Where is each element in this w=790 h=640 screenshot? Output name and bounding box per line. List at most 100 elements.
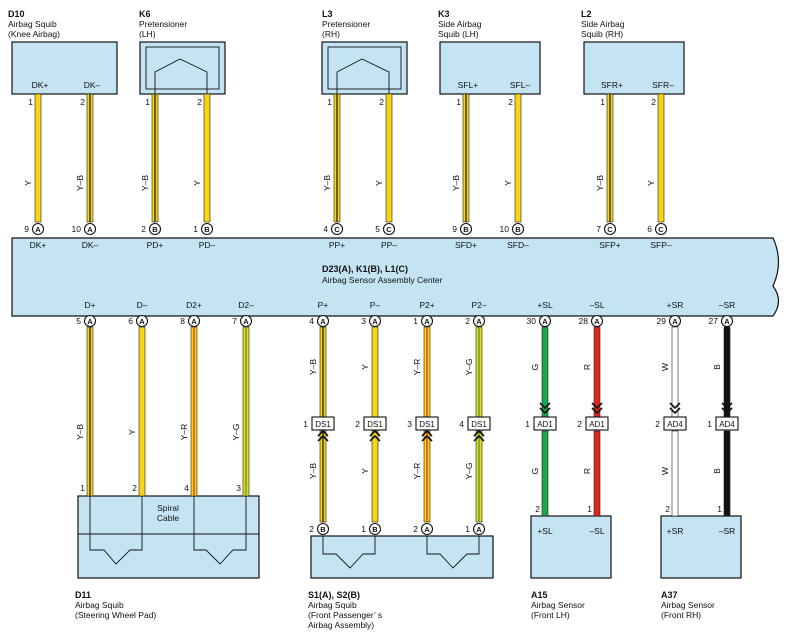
- bottom-wire-4-upper-stripe: [322, 327, 324, 417]
- bottom-wire-9-mid-chevron-0: [591, 402, 603, 410]
- bottom-wire-8-mid-box: [533, 416, 557, 431]
- top-wire-7-color-label: Y: [503, 180, 513, 186]
- bottom-wire-7-color-label-lower: Y–G: [464, 462, 474, 479]
- top-wire-3-ecu-label: PD–: [199, 240, 216, 250]
- bottom-wire-8-mid-chevron-0: [539, 402, 551, 410]
- component-d11: Spiral Cable D11 Airbag Squib (Steering …: [75, 495, 260, 620]
- bottom-wire-4-color-label-lower: Y–B: [308, 463, 318, 479]
- component-a15: +SL –SL A15 Airbag Sensor (Front LH): [530, 515, 612, 620]
- top-wire-5-conn-circle: [382, 222, 396, 236]
- bottom-wire-3-ecu-label: D2–: [238, 300, 254, 310]
- a37-pin-label-plus-sr: +SR: [667, 526, 684, 536]
- top-wire-0-ecu-label: DK+: [30, 240, 47, 250]
- d10-desc-2: (Knee Airbag): [8, 29, 60, 39]
- bottom-wire-11-ecu-label: –SR: [719, 300, 736, 310]
- bottom-wire-10-end-pin: 2: [665, 504, 670, 514]
- top-wire-2-stripe: [154, 94, 156, 222]
- bottom-wire-1-color-label: Y: [127, 429, 137, 435]
- a15-pin-label-plus-sl: +SL: [537, 526, 553, 536]
- bottom-wire-8-upper: [541, 326, 549, 418]
- l3-desc-1: Pretensioner: [322, 19, 370, 29]
- ecu-subtitle: Airbag Sensor Assembly Center: [322, 275, 443, 285]
- top-wire-6-ecu-label: SFD+: [455, 240, 477, 250]
- bottom-wire-5-mid-chevron-0: [369, 434, 381, 442]
- bottom-wire-9-upper: [593, 326, 601, 418]
- component-d10: D10 Airbag Squib (Knee Airbag) DK+ DK–: [8, 9, 118, 95]
- bottom-wire-5-lower: [371, 430, 379, 523]
- d10-pin-label-dk-minus: DK–: [84, 80, 101, 90]
- bottom-wire-10-upper: [671, 326, 679, 418]
- l2-pin-label-sfr-minus: SFR–: [652, 80, 674, 90]
- bottom-wire-5-ecu-pin: 3: [361, 316, 366, 326]
- bottom-wire-3-conn-letter: A: [243, 317, 249, 326]
- bottom-wire-5-conn-circle: [368, 314, 382, 328]
- k6-desc-2: (LH): [139, 29, 156, 39]
- bottom-wire-2-ecu-label: D2+: [186, 300, 202, 310]
- bottom-wire-6-end-conn-circle: [420, 522, 434, 536]
- bottom-wire-11-upper: [723, 326, 731, 418]
- top-wire-2-top-pin: 1: [145, 97, 150, 107]
- bottom-wire-11-mid-box: [715, 416, 739, 431]
- bottom-wire-3-conn-circle: [239, 314, 253, 328]
- bottom-wire-9-mid-chevron-1: [591, 407, 603, 415]
- top-wire-3-top-pin: 2: [197, 97, 202, 107]
- bottom-wire-7-mid-chevron-0: [473, 434, 485, 442]
- component-k3: K3 Side Airbag Squib (LH) SFL+ SFL–: [438, 9, 541, 95]
- top-wire-0-color-label: Y: [23, 180, 33, 186]
- bottom-wire-7-color-label-upper: Y–G: [464, 358, 474, 375]
- bottom-wire-11-lower: [723, 430, 731, 517]
- top-wire-1-ecu-label: DK–: [82, 240, 99, 250]
- top-wire-0-ecu-pin: 9: [24, 224, 29, 234]
- k3-desc-2: Squib (LH): [438, 29, 479, 39]
- top-wire-6-stripe: [465, 94, 467, 222]
- bottom-wire-6-mid-chevron-0: [421, 434, 433, 442]
- s1-desc-2: (Front Passenger’ s: [308, 610, 382, 620]
- bottom-wire-5-color-label-upper: Y: [360, 364, 370, 370]
- k6-inner-frame: [145, 46, 220, 90]
- bottom-wire-11-mid-pin: 1: [707, 419, 712, 429]
- l3-code: L3: [322, 9, 333, 19]
- bottom-wire-10-conn-circle: [668, 314, 682, 328]
- top-wire-8-top-pin: 1: [600, 97, 605, 107]
- bottom-wire-8-color-label-lower: G: [530, 468, 540, 475]
- bottom-wire-4-conn-letter: A: [320, 317, 326, 326]
- bottom-wire-5-end-conn-circle: [368, 522, 382, 536]
- top-wire-8-ecu-label: SFP+: [599, 240, 621, 250]
- s1-squib-symbol-2: [426, 536, 480, 569]
- top-wire-3-conn-circle: [200, 222, 214, 236]
- component-s1: S1(A), S2(B) Airbag Squib (Front Passeng…: [308, 535, 494, 630]
- bottom-wire-9-ecu-pin: 28: [579, 316, 589, 326]
- bottom-wire-9-mid-label: AD1: [589, 420, 605, 429]
- top-wire-5-color-label: Y: [374, 180, 384, 186]
- bottom-wire-6-upper-stripe: [426, 327, 428, 417]
- bottom-wire-6-ecu-label: P2+: [419, 300, 434, 310]
- top-wire-1-conn-letter: A: [87, 225, 93, 234]
- bottom-wire-6-conn-circle: [420, 314, 434, 328]
- bottom-wire-4-end-conn-letter: B: [320, 525, 326, 534]
- top-wire-0-conn-circle: [31, 222, 45, 236]
- top-wire-4-conn-letter: C: [334, 225, 340, 234]
- bottom-wire-7-end-conn-letter: A: [476, 525, 482, 534]
- bottom-wire-10-ecu-label: +SR: [667, 300, 684, 310]
- top-wire-3-ecu-pin: 1: [193, 224, 198, 234]
- bottom-wire-1-ecu-label: D–: [137, 300, 148, 310]
- bottom-wire-6-mid-chevron-1: [421, 429, 433, 437]
- top-wire-5-top-pin: 2: [379, 97, 384, 107]
- component-a37: +SR –SR A37 Airbag Sensor (Front RH): [660, 515, 742, 620]
- top-wire-7-top-pin: 2: [508, 97, 513, 107]
- bottom-wire-6-mid-pin: 3: [407, 419, 412, 429]
- bottom-wire-4-mid-label: DS1: [315, 420, 331, 429]
- bottom-wire-5-end-pin: 1: [361, 524, 366, 534]
- l3-inner-frame: [327, 46, 402, 90]
- bottom-wire-4-lower-stripe: [322, 431, 324, 522]
- bottom-wire-4-mid-chevron-0: [317, 434, 329, 442]
- bottom-wire-0-end-pin: 1: [80, 483, 85, 493]
- bottom-wire-4-mid-pin: 1: [303, 419, 308, 429]
- d10-box: [11, 41, 118, 95]
- bottom-wire-2-ecu-pin: 8: [180, 316, 185, 326]
- bottom-wire-7-lower-stripe: [478, 431, 480, 522]
- bottom-wire-10-color-label-upper: W: [660, 363, 670, 371]
- top-wire-4-conn-circle: [330, 222, 344, 236]
- bottom-wire-6-end-conn-letter: A: [424, 525, 430, 534]
